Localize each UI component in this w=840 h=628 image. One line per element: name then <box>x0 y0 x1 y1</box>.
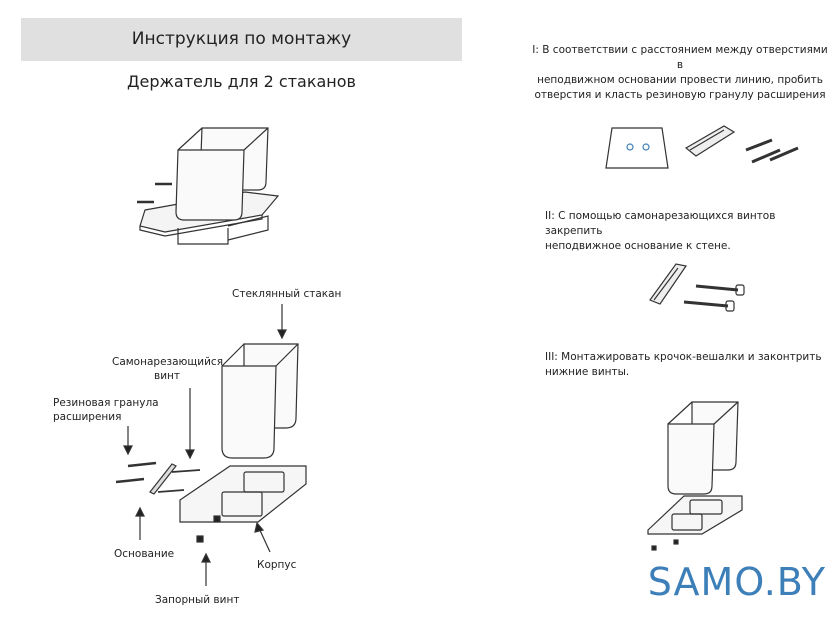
title-bar <box>21 18 462 61</box>
label-locking-screw: Запорный винт <box>155 594 240 606</box>
step2-line2: неподвижное основание к стене. <box>545 240 731 252</box>
label-anchor: Резиновая гранула расширения <box>53 396 159 424</box>
label-screw-line1: Самонарезающийся <box>112 356 224 368</box>
step1-line2: неподвижном основании провести линию, пр… <box>537 74 823 86</box>
label-base: Основание <box>114 548 175 560</box>
label-arrows <box>123 304 287 586</box>
step1-text: I: В соответствии с расстоянием между от… <box>530 43 830 103</box>
step3-line1: III: Монтажировать крочок-вешалки и зако… <box>545 351 822 363</box>
step2-illustration <box>649 263 745 312</box>
step3-line2: нижние винты. <box>545 366 630 378</box>
assembled-holder-illustration <box>137 127 280 245</box>
label-anchor-line1: Резиновая гранула <box>53 397 159 409</box>
exploded-view-illustration <box>115 343 307 543</box>
step1-illustration <box>605 125 799 169</box>
label-screw-line2: винт <box>154 370 180 382</box>
step1-line1: I: В соответствии с расстоянием между от… <box>532 44 828 71</box>
product-subtitle: Держатель для 2 стаканов <box>127 72 356 91</box>
step3-text: III: Монтажировать крочок-вешалки и зако… <box>545 350 830 380</box>
step3-illustration <box>647 401 743 551</box>
label-anchor-line2: расширения <box>53 411 122 423</box>
step2-line1: II: С помощью самонарезающихся винтов за… <box>545 210 776 237</box>
label-glass: Стеклянный стакан <box>232 288 342 300</box>
page-title: Инструкция по монтажу <box>131 29 352 49</box>
brand-watermark: SAMO.BY <box>647 560 826 604</box>
step1-line3: отверстия и класть резиновую гранулу рас… <box>534 89 826 101</box>
label-screw: Самонарезающийся винт <box>112 355 224 383</box>
label-body: Корпус <box>257 559 297 571</box>
step2-text: II: С помощью самонарезающихся винтов за… <box>545 209 830 254</box>
